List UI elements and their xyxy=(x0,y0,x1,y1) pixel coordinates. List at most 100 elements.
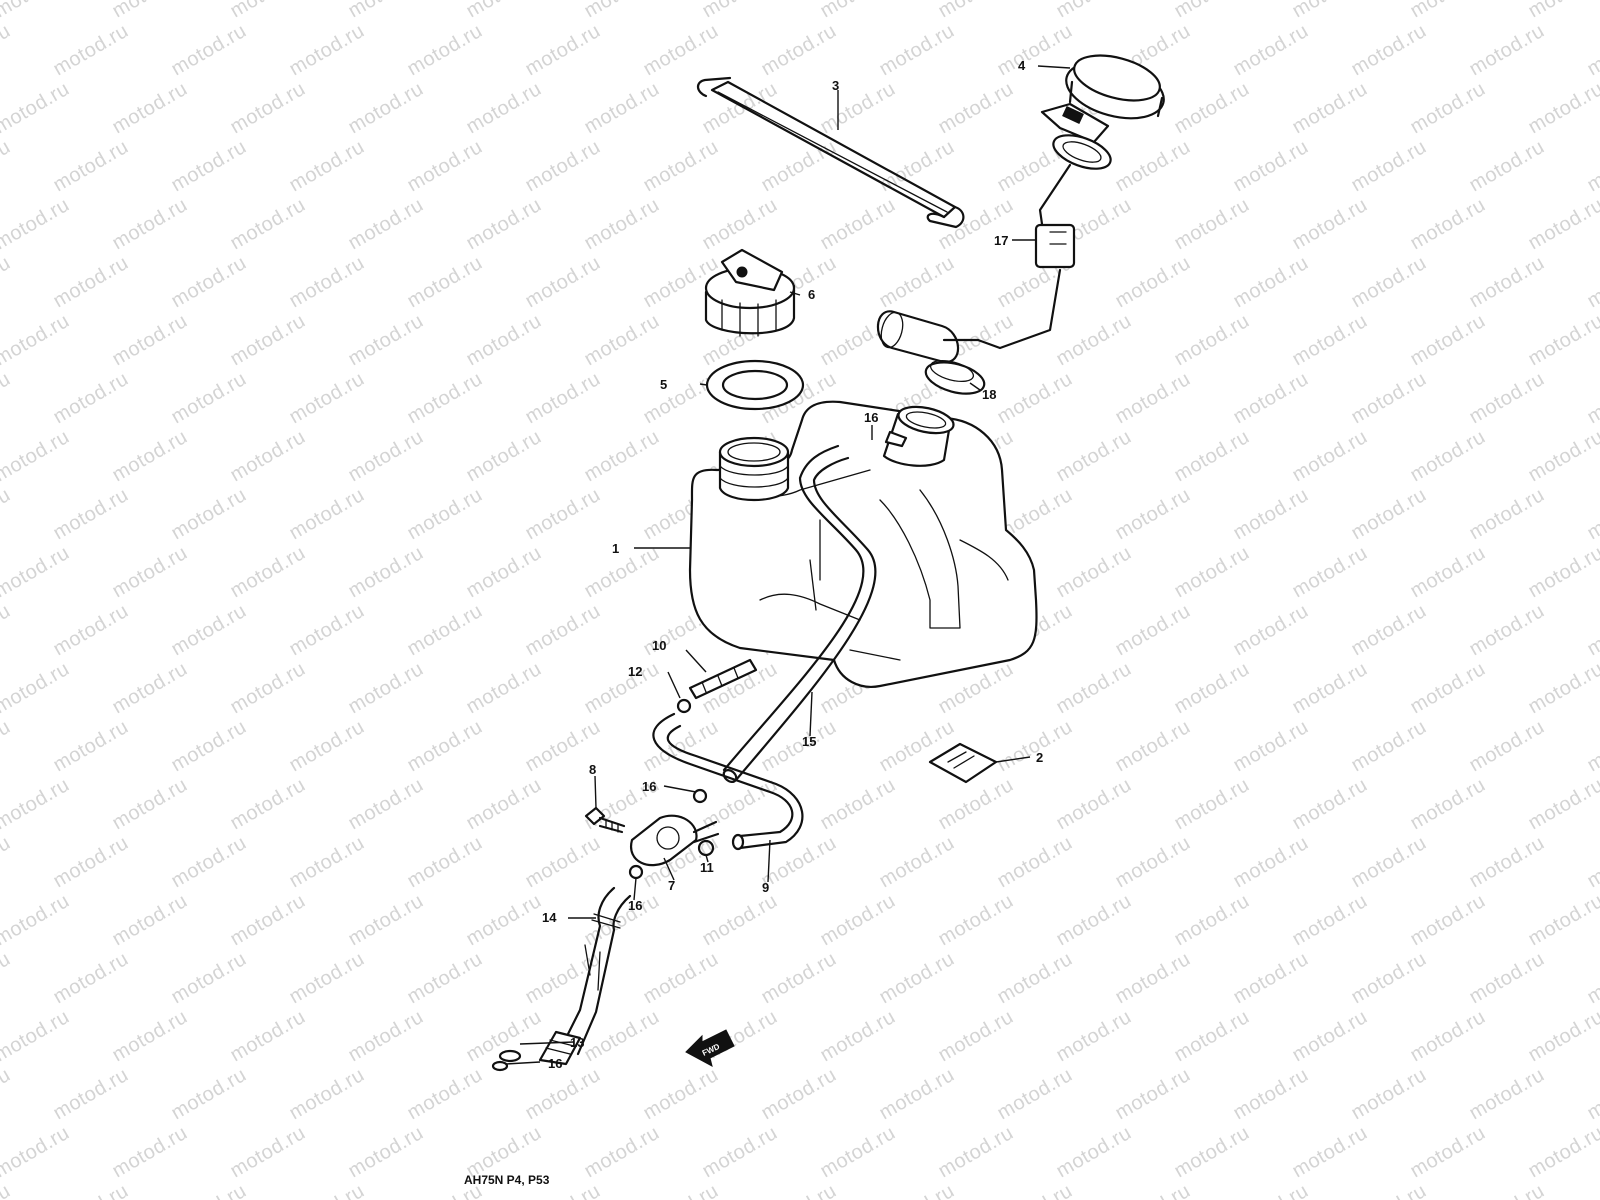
callout-16-outlet: 16 xyxy=(548,1056,562,1071)
callout-14: 14 xyxy=(542,910,557,925)
watermark-text: motod.ru xyxy=(109,890,192,951)
watermark-text: motod.ru xyxy=(1289,1122,1372,1183)
watermark-text: motod.ru xyxy=(1053,310,1136,371)
watermark-text: motod.ru xyxy=(817,1006,900,1067)
watermark-text: motod.ru xyxy=(227,1006,310,1067)
watermark-text: motod.ru xyxy=(0,368,14,429)
watermark-text: motod.ru xyxy=(1289,426,1372,487)
watermark-text: motod.ru xyxy=(1466,20,1549,81)
callout-7: 7 xyxy=(668,878,675,893)
watermark-text: motod.ru xyxy=(463,890,546,951)
watermark-text: motod.ru xyxy=(0,78,73,139)
watermark-text: motod.ru xyxy=(50,136,133,197)
watermark-text: motod.ru xyxy=(1112,368,1195,429)
watermark-text: motod.ru xyxy=(227,426,310,487)
watermark-text: motod.ru xyxy=(1407,78,1490,139)
watermark-text: motod.ru xyxy=(109,78,192,139)
watermark-text: motod.ru xyxy=(581,0,664,22)
watermark-text: motod.ru xyxy=(286,1180,369,1200)
watermark-text: motod.ru xyxy=(817,1122,900,1183)
watermark-text: motod.ru xyxy=(699,0,782,22)
watermark-text: motod.ru xyxy=(1407,426,1490,487)
watermark-text: motod.ru xyxy=(1525,0,1600,22)
watermark-text: motod.ru xyxy=(227,78,310,139)
watermark-text: motod.ru xyxy=(1171,1122,1254,1183)
callout-labels: 1 2 3 4 5 6 7 8 9 10 11 12 13 14 15 16 1… xyxy=(542,58,1043,1071)
watermark-text: motod.ru xyxy=(50,1064,133,1125)
watermark-text: motod.ru xyxy=(994,1064,1077,1125)
watermark-text: motod.ru xyxy=(1348,1180,1431,1200)
watermark-text: motod.ru xyxy=(817,194,900,255)
watermark-text: motod.ru xyxy=(1289,0,1372,22)
watermark-text: motod.ru xyxy=(1289,310,1372,371)
watermark-text: motod.ru xyxy=(1230,600,1313,661)
watermark-text: motod.ru xyxy=(817,774,900,835)
watermark-text: motod.ru xyxy=(1053,426,1136,487)
watermark-text: motod.ru xyxy=(1466,136,1549,197)
callout-18: 18 xyxy=(982,387,996,402)
watermark-text: motod.ru xyxy=(522,20,605,81)
watermark-text: motod.ru xyxy=(168,136,251,197)
watermark-text: motod.ru xyxy=(1171,542,1254,603)
watermark-text: motod.ru xyxy=(1466,948,1549,1009)
watermark-text: motod.ru xyxy=(50,948,133,1009)
watermark-text: motod.ru xyxy=(1525,774,1600,835)
callout-16-valve: 16 xyxy=(628,898,642,913)
watermark-text: motod.ru xyxy=(1584,1180,1600,1200)
watermark-text: motod.ru xyxy=(463,658,546,719)
watermark-text: motod.ru xyxy=(1348,716,1431,777)
watermark-text: motod.ru xyxy=(1466,368,1549,429)
watermark-text: motod.ru xyxy=(1053,1122,1136,1183)
watermark-text: motod.ru xyxy=(1584,716,1600,777)
watermark-text: motod.ru xyxy=(1525,1122,1600,1183)
watermark-text: motod.ru xyxy=(758,716,841,777)
watermark-text: motod.ru xyxy=(758,1064,841,1125)
callout-8: 8 xyxy=(589,762,596,777)
watermark-text: motod.ru xyxy=(1407,542,1490,603)
watermark-text: motod.ru xyxy=(522,252,605,313)
watermark-text: motod.ru xyxy=(227,542,310,603)
fuel-level-gauge-part xyxy=(976,102,1112,350)
watermark-text: motod.ru xyxy=(1112,716,1195,777)
watermark-text: motod.ru xyxy=(0,310,73,371)
watermark-text: motod.ru xyxy=(168,484,251,545)
watermark-text: motod.ru xyxy=(1230,1180,1313,1200)
watermark-text: motod.ru xyxy=(1112,136,1195,197)
watermark-text: motod.ru xyxy=(1171,194,1254,255)
short-fuel-hose-part xyxy=(652,712,804,851)
watermark-text: motod.ru xyxy=(1112,1180,1195,1200)
watermark-text: motod.ru xyxy=(1584,1064,1600,1125)
watermark-text: motod.ru xyxy=(640,716,723,777)
watermark-text: motod.ru xyxy=(876,1180,959,1200)
watermark-text: motod.ru xyxy=(1112,600,1195,661)
watermark-text: motod.ru xyxy=(1230,948,1313,1009)
watermark-text: motod.ru xyxy=(758,20,841,81)
watermark-text: motod.ru xyxy=(1584,368,1600,429)
watermark-text: motod.ru xyxy=(227,194,310,255)
watermark-text: motod.ru xyxy=(345,1006,428,1067)
watermark-text: motod.ru xyxy=(522,832,605,893)
callout-13: 13 xyxy=(570,1035,584,1050)
watermark-text: motod.ru xyxy=(227,774,310,835)
watermark-text: motod.ru xyxy=(1289,890,1372,951)
watermark-text: motod.ru xyxy=(994,948,1077,1009)
watermark-text: motod.ru xyxy=(1171,1006,1254,1067)
watermark-text: motod.ru xyxy=(1525,542,1600,603)
watermark-text: motod.ru xyxy=(817,78,900,139)
watermark-text: motod.ru xyxy=(699,1122,782,1183)
watermark-text: motod.ru xyxy=(1171,310,1254,371)
watermark-text: motod.ru xyxy=(50,600,133,661)
watermark-text: motod.ru xyxy=(1171,426,1254,487)
watermark-text: motod.ru xyxy=(817,890,900,951)
watermark-text: motod.ru xyxy=(935,0,1018,22)
callout-2: 2 xyxy=(1036,750,1043,765)
watermark-text: motod.ru xyxy=(581,658,664,719)
fuel-tank-band-part xyxy=(696,76,965,229)
watermark-text: motod.ru xyxy=(50,368,133,429)
watermark-text: motod.ru xyxy=(345,890,428,951)
watermark-text: motod.ru xyxy=(935,890,1018,951)
watermark-text: motod.ru xyxy=(286,252,369,313)
filler-cap-gasket-part xyxy=(705,359,805,411)
long-fuel-hose-part xyxy=(722,444,877,784)
watermark-text: motod.ru xyxy=(109,426,192,487)
